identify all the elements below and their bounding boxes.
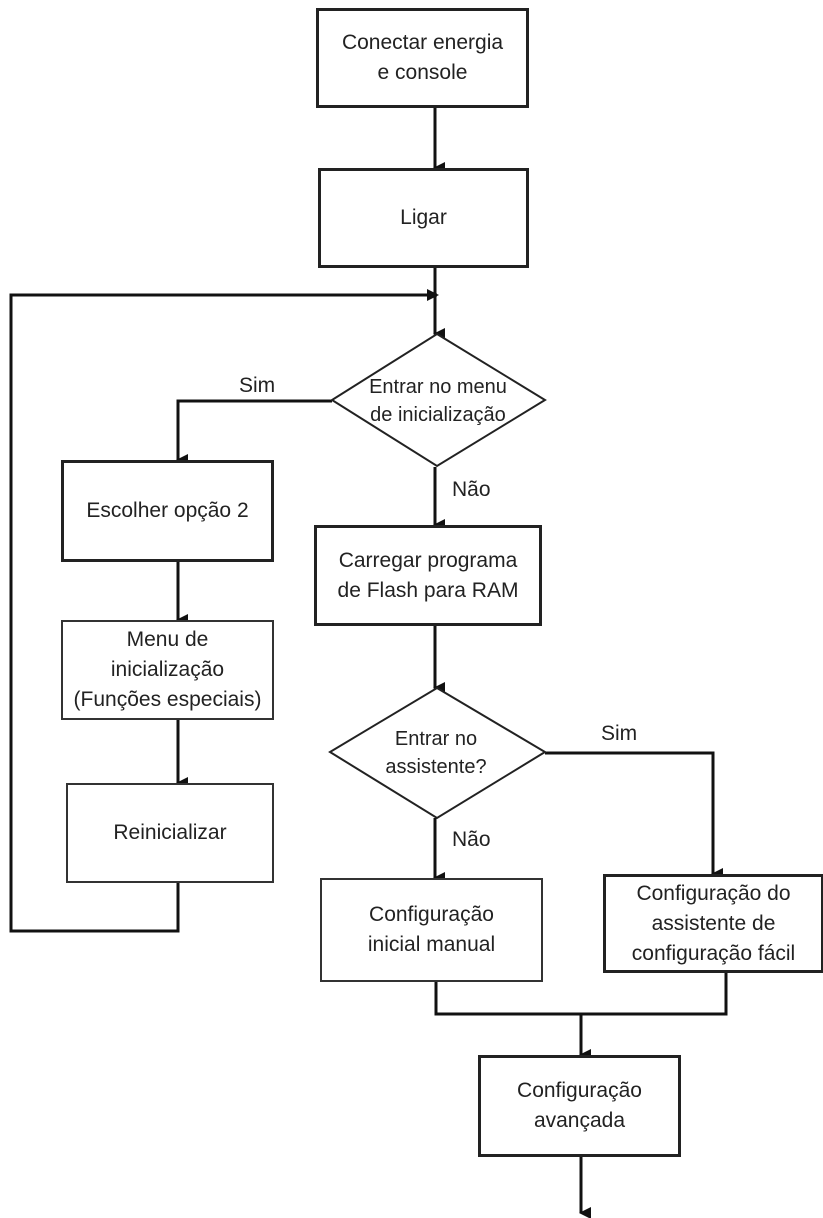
label-nao-assistente: Não [452, 828, 491, 851]
label-sim-menu: Sim [239, 374, 276, 397]
node-escolher-opcao: Escolher opção 2 [61, 460, 274, 562]
decision-entrar-assistente: Entrar no assistente? [385, 728, 487, 778]
node-carregar-programa: Carregar programa de Flash para RAM [314, 525, 542, 626]
edge-sim-escolher [176, 399, 332, 466]
label-nao-menu: Não [452, 478, 491, 501]
node-ligar: Ligar [318, 168, 529, 268]
node-configuracao-avancada: Configuração avançada [478, 1055, 681, 1157]
decision-entrar-menu-shape [330, 332, 547, 468]
edge-sim-config-assistente [545, 751, 723, 880]
decision-entrar-menu: Entrar no menu de inicialização [369, 376, 507, 426]
node-configuracao-assistente: Configuração do assistente de configuraç… [603, 874, 823, 973]
node-reinicializar: Reinicializar [66, 783, 274, 883]
label-sim-assistente: Sim [601, 722, 638, 745]
decision-entrar-assistente-shape [328, 686, 547, 820]
node-menu-inicializacao: Menu de inicialização (Funções especiais… [61, 620, 274, 720]
node-conectar-energia: Conectar energia e console [316, 8, 529, 108]
edge-reinicializar-loop [9, 289, 439, 933]
node-configuracao-manual: Configuração inicial manual [320, 878, 543, 982]
